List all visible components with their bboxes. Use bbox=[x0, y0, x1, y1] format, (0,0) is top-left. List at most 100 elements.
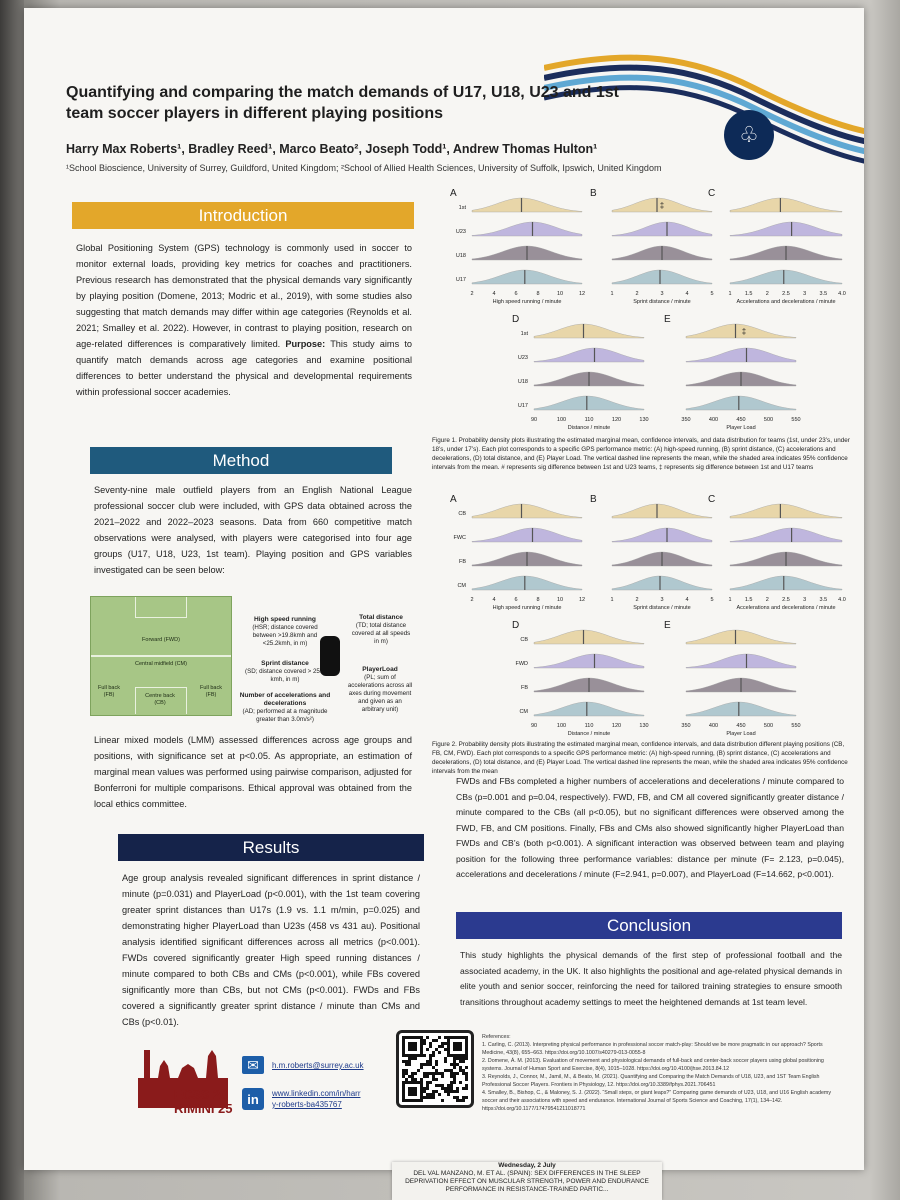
qr-module bbox=[450, 1072, 453, 1075]
session-note: Wednesday, 2 July DEL VAL MANZANO, M. ET… bbox=[392, 1162, 662, 1200]
axis-label-D: Distance / minute bbox=[568, 425, 611, 431]
label-central-midfield: Central midfield (CM) bbox=[135, 661, 187, 667]
qr-module bbox=[447, 1093, 450, 1096]
qr-module bbox=[426, 1063, 429, 1066]
tick-label: 2.5 bbox=[782, 597, 790, 603]
qr-module bbox=[414, 1057, 417, 1060]
tick-label: 350 bbox=[681, 723, 690, 729]
qr-module bbox=[444, 1036, 447, 1039]
gps-hsr-text: (HSR; distance covered between >19.8kmh … bbox=[252, 624, 318, 647]
density-f1-A-1 bbox=[471, 221, 583, 237]
qr-module bbox=[459, 1057, 462, 1060]
tick-label: 130 bbox=[639, 417, 648, 423]
panel-letter-E: E bbox=[664, 314, 671, 325]
qr-module bbox=[453, 1063, 456, 1066]
row-label: FB bbox=[459, 559, 466, 565]
tick-label: 10 bbox=[557, 597, 563, 603]
panel-letter-B: B bbox=[590, 494, 597, 505]
tick-label: 90 bbox=[531, 417, 537, 423]
qr-module bbox=[444, 1042, 447, 1045]
qr-module bbox=[414, 1078, 417, 1081]
qr-module bbox=[426, 1048, 429, 1051]
density-f1-C-3 bbox=[729, 269, 843, 285]
qr-module bbox=[423, 1087, 426, 1090]
session-note-title: DEL VAL MANZANO, M. ET AL. (SPAIN): SEX … bbox=[405, 1170, 649, 1193]
density-f1-B-0 bbox=[611, 197, 713, 213]
pitch-penalty-box bbox=[135, 687, 187, 714]
qr-module bbox=[459, 1060, 462, 1063]
qr-module bbox=[432, 1051, 435, 1054]
qr-module bbox=[426, 1084, 429, 1087]
qr-module bbox=[465, 1057, 468, 1060]
panel-letter-B: B bbox=[590, 188, 597, 199]
row-label: U23 bbox=[456, 229, 466, 235]
qr-module bbox=[456, 1057, 459, 1060]
qr-module bbox=[426, 1036, 429, 1039]
qr-module bbox=[432, 1054, 435, 1057]
qr-module bbox=[429, 1063, 432, 1066]
qr-module bbox=[426, 1087, 429, 1090]
conclusion-heading: Conclusion bbox=[456, 912, 842, 939]
tick-label: 3.5 bbox=[820, 291, 828, 297]
density-f2-E-0 bbox=[685, 629, 797, 645]
qr-module bbox=[402, 1075, 405, 1078]
tick-label: 500 bbox=[764, 723, 773, 729]
tick-label: 3 bbox=[660, 597, 663, 603]
linkedin-link[interactable]: www.linkedin.com/in/harr y-roberts-ba435… bbox=[272, 1088, 360, 1110]
gps-device-icon bbox=[320, 636, 340, 676]
tick-label: 90 bbox=[531, 723, 537, 729]
density-f2-B-1 bbox=[611, 527, 713, 543]
tick-label: 6 bbox=[514, 291, 517, 297]
qr-module bbox=[447, 1069, 450, 1072]
qr-module bbox=[432, 1090, 435, 1093]
row-label: FWD bbox=[515, 661, 528, 667]
axis-label-C: Accelerations and decelerations / minute bbox=[736, 299, 835, 305]
gps-pl-title: PlayerLoad bbox=[362, 666, 398, 673]
poster-title: Quantifying and comparing the match dema… bbox=[66, 84, 619, 122]
qr-module bbox=[465, 1072, 468, 1075]
tick-label: 3 bbox=[660, 291, 663, 297]
qr-module bbox=[429, 1060, 432, 1063]
qr-module bbox=[450, 1084, 453, 1087]
tick-label: 1 bbox=[728, 597, 731, 603]
density-f2-C-3 bbox=[729, 575, 843, 591]
event-line-1: ECSS 20 bbox=[174, 1087, 228, 1102]
qr-module bbox=[453, 1096, 456, 1099]
tick-label: 5 bbox=[710, 597, 713, 603]
tick-label: 12 bbox=[579, 597, 585, 603]
density-f2-A-3 bbox=[471, 575, 583, 591]
linkedin-icon: in bbox=[242, 1088, 264, 1110]
axis-label-A: High speed running / minute bbox=[493, 605, 562, 611]
tick-label: 1 bbox=[728, 291, 731, 297]
qr-module bbox=[444, 1057, 447, 1060]
qr-module bbox=[456, 1099, 459, 1102]
email-link[interactable]: h.m.roberts@surrey.ac.uk bbox=[272, 1061, 364, 1070]
session-note-day: Wednesday, 2 July bbox=[498, 1162, 556, 1169]
sig-marker-e: ‡ bbox=[742, 327, 746, 336]
tick-label: 1 bbox=[610, 597, 613, 603]
row-label: 1st bbox=[459, 205, 467, 211]
qr-module bbox=[426, 1081, 429, 1084]
purpose-label: Purpose: bbox=[285, 339, 326, 349]
density-f1-C-1 bbox=[729, 221, 843, 237]
gps-hsr: High speed running (HSR; distance covere… bbox=[242, 616, 328, 648]
label-forward: Forward (FWD) bbox=[142, 637, 180, 643]
qr-module bbox=[402, 1060, 405, 1063]
gps-hsr-title: High speed running bbox=[254, 616, 316, 623]
density-f1-B-1 bbox=[611, 221, 713, 237]
panel-letter-C: C bbox=[708, 188, 715, 199]
qr-code-icon[interactable] bbox=[396, 1030, 474, 1108]
row-label: U18 bbox=[456, 253, 466, 259]
pitch-halfway-line bbox=[91, 655, 231, 657]
qr-module bbox=[435, 1072, 438, 1075]
qr-module bbox=[438, 1036, 441, 1039]
qr-module bbox=[465, 1096, 468, 1099]
tick-label: 110 bbox=[585, 417, 594, 423]
qr-module bbox=[465, 1066, 468, 1069]
tick-label: 1.5 bbox=[745, 291, 753, 297]
axis-label-E: Player Load bbox=[726, 731, 755, 737]
qr-module bbox=[459, 1099, 462, 1102]
qr-module bbox=[435, 1063, 438, 1066]
qr-module bbox=[438, 1084, 441, 1087]
qr-module bbox=[432, 1078, 435, 1081]
